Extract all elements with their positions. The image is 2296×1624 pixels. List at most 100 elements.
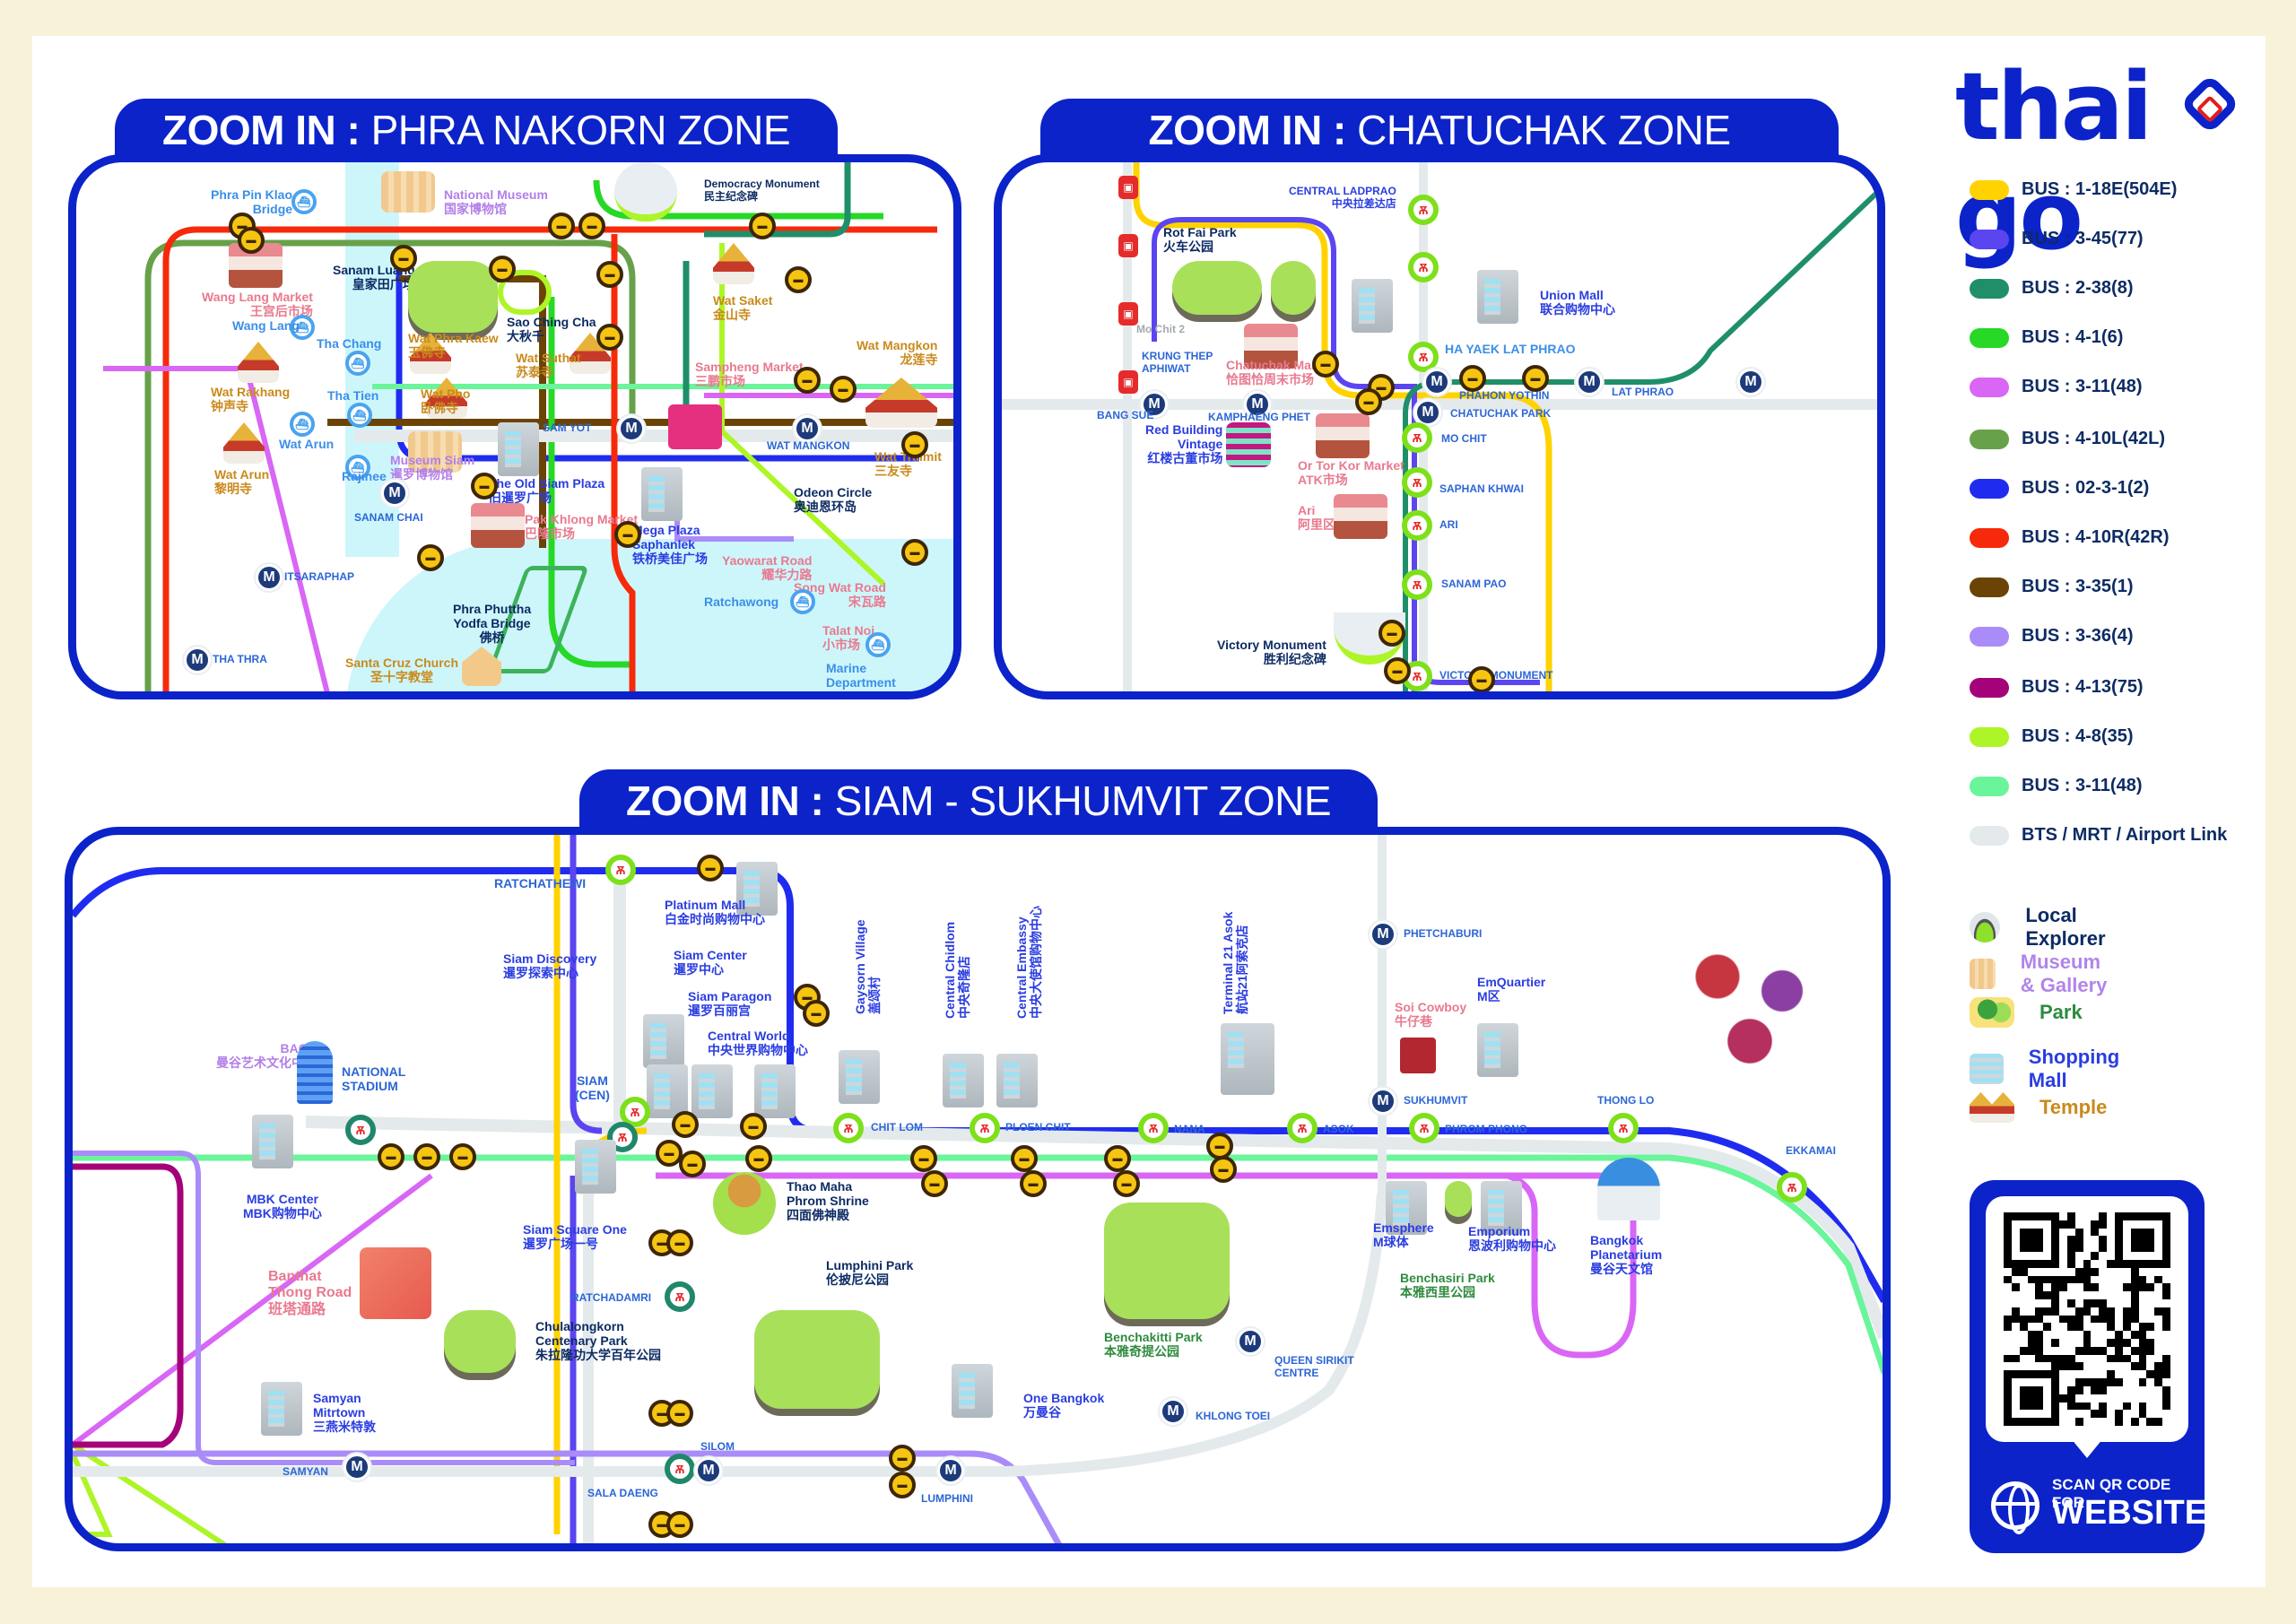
bus-stop-icon[interactable]: ▬ (901, 539, 928, 566)
bus-stop-icon[interactable]: ▬ (449, 1143, 476, 1170)
mrt-icon[interactable]: M (1576, 369, 1603, 395)
mrt-icon[interactable]: M (1423, 369, 1450, 395)
bus-stop-icon[interactable]: ▬ (390, 245, 417, 272)
bus-stop-icon[interactable]: ▬ (471, 473, 498, 499)
bus-stop-icon[interactable]: ▬ (910, 1145, 937, 1172)
bts-station-icon[interactable]: Ѫ (1287, 1113, 1318, 1143)
pier-icon[interactable]: ⛴ (345, 455, 370, 480)
bus-stop-icon[interactable]: ▬ (901, 431, 928, 458)
bus-stop-icon[interactable]: ▬ (889, 1472, 916, 1498)
mrt-icon[interactable]: M (1160, 1398, 1187, 1425)
mrt-icon[interactable]: M (1414, 399, 1441, 426)
bts-station-icon[interactable]: Ѫ (1408, 195, 1439, 225)
mrt-icon[interactable]: M (1370, 1088, 1396, 1115)
bus-stop-icon[interactable]: ▬ (489, 256, 516, 282)
bus-stop-icon[interactable]: ▬ (1459, 365, 1486, 392)
bts-station-icon[interactable]: Ѫ (1409, 1113, 1439, 1143)
bus-stop-icon[interactable]: ▬ (614, 521, 641, 548)
bus-stop-icon[interactable]: ▬ (830, 376, 857, 403)
bus-stop-icon[interactable]: ▬ (803, 1000, 830, 1027)
bus-stop-icon[interactable]: ▬ (666, 1229, 693, 1256)
pier-icon[interactable]: ⛴ (347, 403, 372, 428)
bus-stop-icon[interactable]: ▬ (666, 1400, 693, 1427)
bts-station-icon[interactable]: Ѫ (1402, 422, 1432, 453)
bus-stop-icon[interactable]: ▬ (1210, 1156, 1237, 1183)
bts-station-icon[interactable]: Ѫ (665, 1281, 695, 1312)
bus-stop-icon[interactable]: ▬ (666, 1511, 693, 1538)
bts-station-icon[interactable]: Ѫ (345, 1115, 376, 1145)
bts-station-icon[interactable]: Ѫ (1138, 1113, 1169, 1143)
bus-stop-icon[interactable]: ▬ (656, 1140, 683, 1167)
train-icon[interactable]: ▣ (1118, 176, 1138, 199)
pier-icon[interactable]: ⛴ (790, 589, 815, 614)
bts-station-icon[interactable]: Ѫ (1777, 1172, 1807, 1203)
mrt-icon[interactable]: M (1737, 369, 1764, 395)
train-icon[interactable]: ▣ (1118, 370, 1138, 394)
bus-stop-icon[interactable]: ▬ (672, 1111, 699, 1138)
bus-stop-icon[interactable]: ▬ (1104, 1145, 1131, 1172)
bus-stop-icon[interactable]: ▬ (1020, 1170, 1047, 1197)
bts-station-icon[interactable]: Ѫ (1408, 342, 1439, 372)
bus-stop-icon[interactable]: ▬ (794, 367, 821, 394)
bus-stop-icon[interactable]: ▬ (1113, 1170, 1140, 1197)
qr-code[interactable] (1986, 1196, 2188, 1442)
mrt-icon[interactable]: M (695, 1457, 722, 1484)
bus-stop-icon[interactable]: ▬ (679, 1151, 706, 1177)
bts-station-icon[interactable]: Ѫ (1408, 252, 1439, 282)
bus-stop-icon[interactable]: ▬ (745, 1145, 772, 1172)
bus-stop-icon[interactable]: ▬ (596, 324, 623, 351)
bts-station-icon[interactable]: Ѫ (970, 1113, 1000, 1143)
bus-stop-icon[interactable]: ▬ (921, 1170, 948, 1197)
bts-station-icon[interactable]: Ѫ (1402, 467, 1432, 498)
qr-card[interactable]: SCAN QR CODE FOR WEBSITE (1970, 1180, 2207, 1553)
bus-stop-icon[interactable]: ▬ (413, 1143, 440, 1170)
bus-stop-icon[interactable]: ▬ (749, 213, 776, 239)
mrt-icon[interactable]: M (381, 480, 408, 507)
bus-stop-icon[interactable]: ▬ (1011, 1145, 1038, 1172)
bus-stop-icon[interactable]: ▬ (548, 213, 575, 239)
bts-station-icon[interactable]: Ѫ (833, 1113, 864, 1143)
bus-stop-icon[interactable]: ▬ (578, 213, 605, 239)
mrt-icon[interactable]: M (1244, 391, 1271, 418)
bus-stop-icon[interactable]: ▬ (1384, 657, 1411, 684)
mrt-icon[interactable]: M (1141, 391, 1168, 418)
bus-stop-icon[interactable]: ▬ (417, 544, 444, 571)
bts-station-icon[interactable]: Ѫ (1402, 569, 1432, 600)
pier-icon[interactable]: ⛴ (345, 351, 370, 376)
bts-station-icon[interactable]: Ѫ (1608, 1113, 1639, 1143)
mrt-icon[interactable]: M (1370, 921, 1396, 948)
mrt-icon[interactable]: M (618, 415, 645, 442)
bus-stop-icon[interactable]: ▬ (889, 1445, 916, 1472)
bus-stop-icon[interactable]: ▬ (785, 266, 812, 293)
train-icon[interactable]: ▣ (1118, 302, 1138, 326)
bus-stop-icon[interactable]: ▬ (1378, 620, 1405, 647)
bus-stop-icon[interactable]: ▬ (1312, 351, 1339, 378)
mrt-icon[interactable]: M (1237, 1328, 1264, 1355)
mrt-icon[interactable]: M (937, 1457, 964, 1484)
bus-stop-icon[interactable]: ▬ (1355, 388, 1382, 415)
bus-stop-icon[interactable]: ▬ (740, 1113, 767, 1140)
train-icon[interactable]: ▣ (1118, 234, 1138, 257)
bts-station-icon[interactable]: Ѫ (1402, 510, 1432, 541)
bus-stop-icon[interactable]: ▬ (596, 261, 623, 288)
pier-icon[interactable]: ⛴ (865, 632, 891, 657)
pier-icon[interactable]: ⛴ (290, 315, 315, 340)
bus-stop-icon[interactable]: ▬ (1468, 666, 1495, 691)
mrt-icon[interactable]: M (256, 564, 283, 591)
mrt-icon[interactable]: M (344, 1454, 370, 1481)
bus-stop-icon[interactable]: ▬ (238, 227, 265, 254)
label-cn: 阿里区 (1298, 517, 1335, 533)
pier-icon[interactable]: ⛴ (290, 412, 315, 437)
bts-station-icon[interactable]: Ѫ (605, 855, 636, 885)
bus-stop-icon[interactable]: ▬ (697, 855, 724, 881)
mrt-icon[interactable]: M (184, 647, 211, 673)
bus-stop-icon[interactable]: ▬ (1522, 365, 1549, 392)
pier-icon[interactable]: ⛴ (291, 189, 317, 214)
bts-station-icon[interactable]: Ѫ (665, 1454, 695, 1484)
bus-stop-icon[interactable]: ▬ (378, 1143, 404, 1170)
mrt-icon[interactable]: M (794, 415, 821, 442)
